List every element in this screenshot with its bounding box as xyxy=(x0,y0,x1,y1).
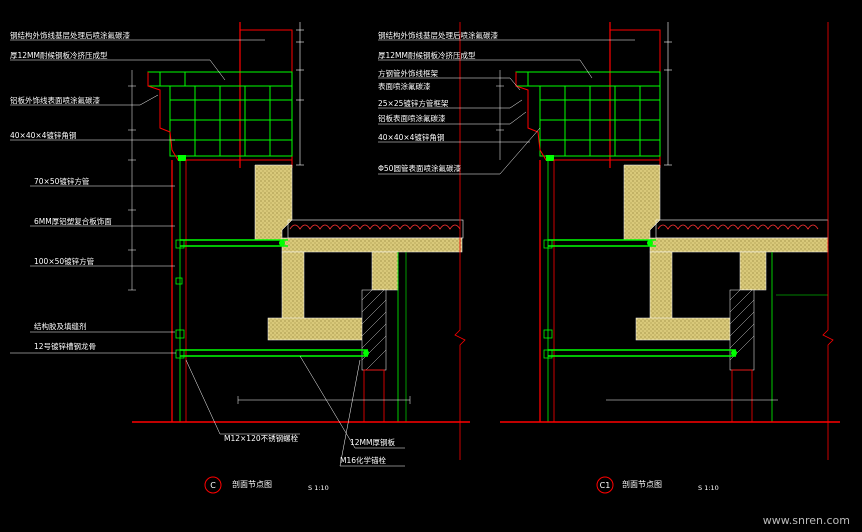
right-label-7: Φ50圆管表面喷涂氟碳漆 xyxy=(378,163,461,173)
right-label-4: 25×25镀锌方管框架 xyxy=(378,98,449,108)
left-label-0: 钢结构外饰线基层处理后喷涂氟碳漆 xyxy=(10,30,130,40)
right-label-5: 铝板表面喷涂氟碳漆 xyxy=(378,113,446,123)
right-label-1: 厚12MM耐候钢板冷挤压成型 xyxy=(378,50,476,60)
right-detail: 钢结构外饰线基层处理后喷涂氟碳漆 厚12MM耐候钢板冷挤压成型 方钢管外饰线框架… xyxy=(378,22,840,494)
right-label-2: 方钢管外饰线框架 xyxy=(378,68,438,78)
left-insulation-strip xyxy=(289,224,461,230)
left-label-5: 6MM厚铝塑复合板饰面 xyxy=(34,216,112,226)
left-section-symbol-text: C xyxy=(210,481,216,490)
left-label-1: 厚12MM耐候钢板冷挤压成型 xyxy=(10,50,108,60)
left-frame-block xyxy=(147,71,293,157)
left-label-7: 结构胶及填缝剂 xyxy=(34,321,87,331)
right-label-3: 表面喷涂氟碳漆 xyxy=(378,81,431,91)
left-concrete-beam-upper xyxy=(254,164,293,241)
left-title: 剖面节点图 xyxy=(232,479,272,489)
right-label-0: 钢结构外饰线基层处理后喷涂氟碳漆 xyxy=(378,30,498,40)
left-bottom-label-1: 12MM厚钢板 xyxy=(350,437,395,447)
right-section-symbol-text: C1 xyxy=(600,481,611,490)
left-top-column-2 xyxy=(240,29,293,168)
right-title: 剖面节点图 xyxy=(622,479,662,489)
left-label-4: 70×50镀锌方管 xyxy=(34,176,90,186)
left-concrete-beam-lower xyxy=(267,317,369,341)
left-scale: S 1:10 xyxy=(308,484,329,492)
right-scale: S 1:10 xyxy=(698,484,719,492)
left-bottom-label-0: M12×120不锈钢螺栓 xyxy=(224,433,299,443)
left-label-6: 100×50镀锌方管 xyxy=(34,256,95,266)
right-frame-block xyxy=(515,71,661,157)
left-label-2: 铝板外饰线表面喷涂氟碳漆 xyxy=(10,95,100,105)
left-eave-profile xyxy=(147,72,292,161)
left-section-symbol xyxy=(204,476,222,494)
left-label-8: 12号镀锌槽钢龙骨 xyxy=(34,341,96,351)
right-label-6: 40×40×4镀锌角钢 xyxy=(378,132,444,142)
left-detail: 钢结构外饰线基层处理后喷涂氟碳漆 厚12MM耐候钢板冷挤压成型 铝板外饰线表面喷… xyxy=(10,22,470,494)
right-section-symbol xyxy=(596,476,614,494)
left-floor-slab xyxy=(281,237,463,253)
watermark: www.snren.com xyxy=(763,514,850,527)
left-bottom-label-2: M16化学锚栓 xyxy=(340,455,387,465)
left-label-3: 40×40×4镀锌角钢 xyxy=(10,130,76,140)
